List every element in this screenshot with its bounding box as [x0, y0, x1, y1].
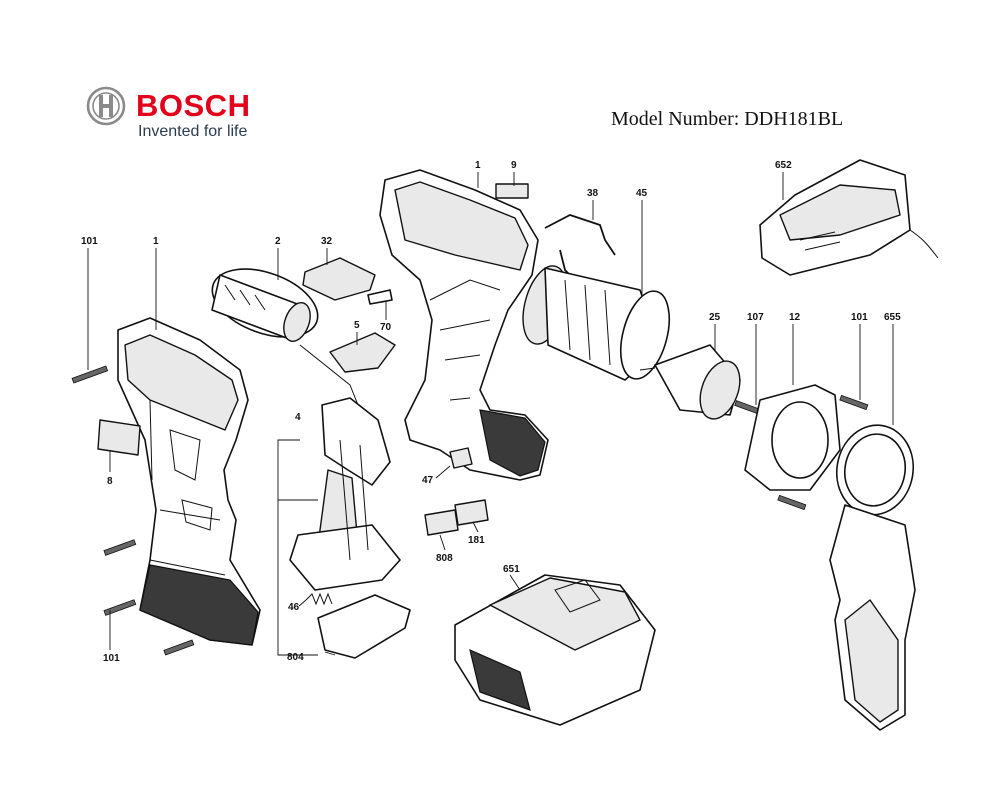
screw-aux-part — [839, 394, 869, 411]
callout-chuck-screw: 107 — [747, 312, 764, 323]
callout-battery: 651 — [503, 564, 520, 575]
bosch-brand: BOSCH Invented for life — [86, 86, 276, 146]
switch-part — [289, 397, 401, 591]
switch-bracket — [277, 439, 318, 656]
label-sticker-part — [97, 419, 141, 456]
callout-charger: 652 — [775, 160, 792, 171]
callout-motor: 2 — [275, 236, 281, 247]
switch-holder-part — [329, 332, 396, 373]
callout-screw-aux: 101 — [851, 312, 868, 323]
brand-name: BOSCH — [136, 88, 251, 123]
callout-gearbox: 45 — [636, 188, 648, 199]
callout-slide: 47 — [422, 475, 434, 486]
spring-part — [305, 592, 333, 606]
callout-clip: 70 — [380, 322, 392, 333]
clip-part — [367, 289, 393, 305]
aux-handle-part — [829, 424, 916, 731]
callout-label-sticker: 8 — [107, 476, 113, 487]
battery-part — [454, 574, 656, 726]
motor-part — [211, 268, 363, 416]
callout-housing-left: 1 — [153, 236, 159, 247]
housing-left-part — [117, 317, 261, 646]
callout-switch: 4 — [295, 412, 301, 423]
leader-lines — [87, 172, 894, 656]
callout-housing-right: 1 — [475, 160, 481, 171]
gearbox-part — [522, 265, 671, 381]
rating-label-b-part — [454, 499, 489, 526]
callout-rating-label-b: 181 — [468, 535, 485, 546]
callout-screw-top: 101 — [81, 236, 98, 247]
chuck-part — [639, 344, 741, 420]
brush-plate-part — [302, 257, 376, 301]
nameplate-part — [495, 183, 529, 199]
wire-clip-part — [544, 214, 616, 256]
charger-part — [759, 159, 939, 276]
callout-aux-handle: 655 — [884, 312, 901, 323]
callout-wire-clip: 38 — [587, 188, 599, 199]
bearing-cover-part — [744, 384, 841, 491]
screws-left-part — [71, 365, 195, 656]
slide-part — [449, 447, 473, 469]
contact-plate-part — [317, 594, 411, 659]
housing-right-part — [379, 169, 549, 481]
rating-label-a-part — [424, 509, 459, 536]
callout-labels: 101 1 8 101 2 32 70 5 4 46 804 1 9 47 80… — [81, 160, 901, 664]
callout-nameplate: 9 — [511, 160, 517, 171]
bosch-armature-logo-icon — [86, 86, 126, 126]
callout-bearing-cover: 12 — [789, 312, 801, 323]
callout-switch-holder: 5 — [354, 320, 360, 331]
callout-spring: 46 — [288, 602, 300, 613]
brand-tagline: Invented for life — [138, 123, 248, 140]
model-number: Model Number: DDH181BL — [611, 108, 844, 130]
callout-chuck: 25 — [709, 312, 721, 323]
callout-contact-plate: 804 — [287, 652, 304, 663]
callout-brush-plate: 32 — [321, 236, 333, 247]
callout-screw-bottom: 101 — [103, 653, 120, 664]
callout-rating-label-a: 808 — [436, 553, 453, 564]
